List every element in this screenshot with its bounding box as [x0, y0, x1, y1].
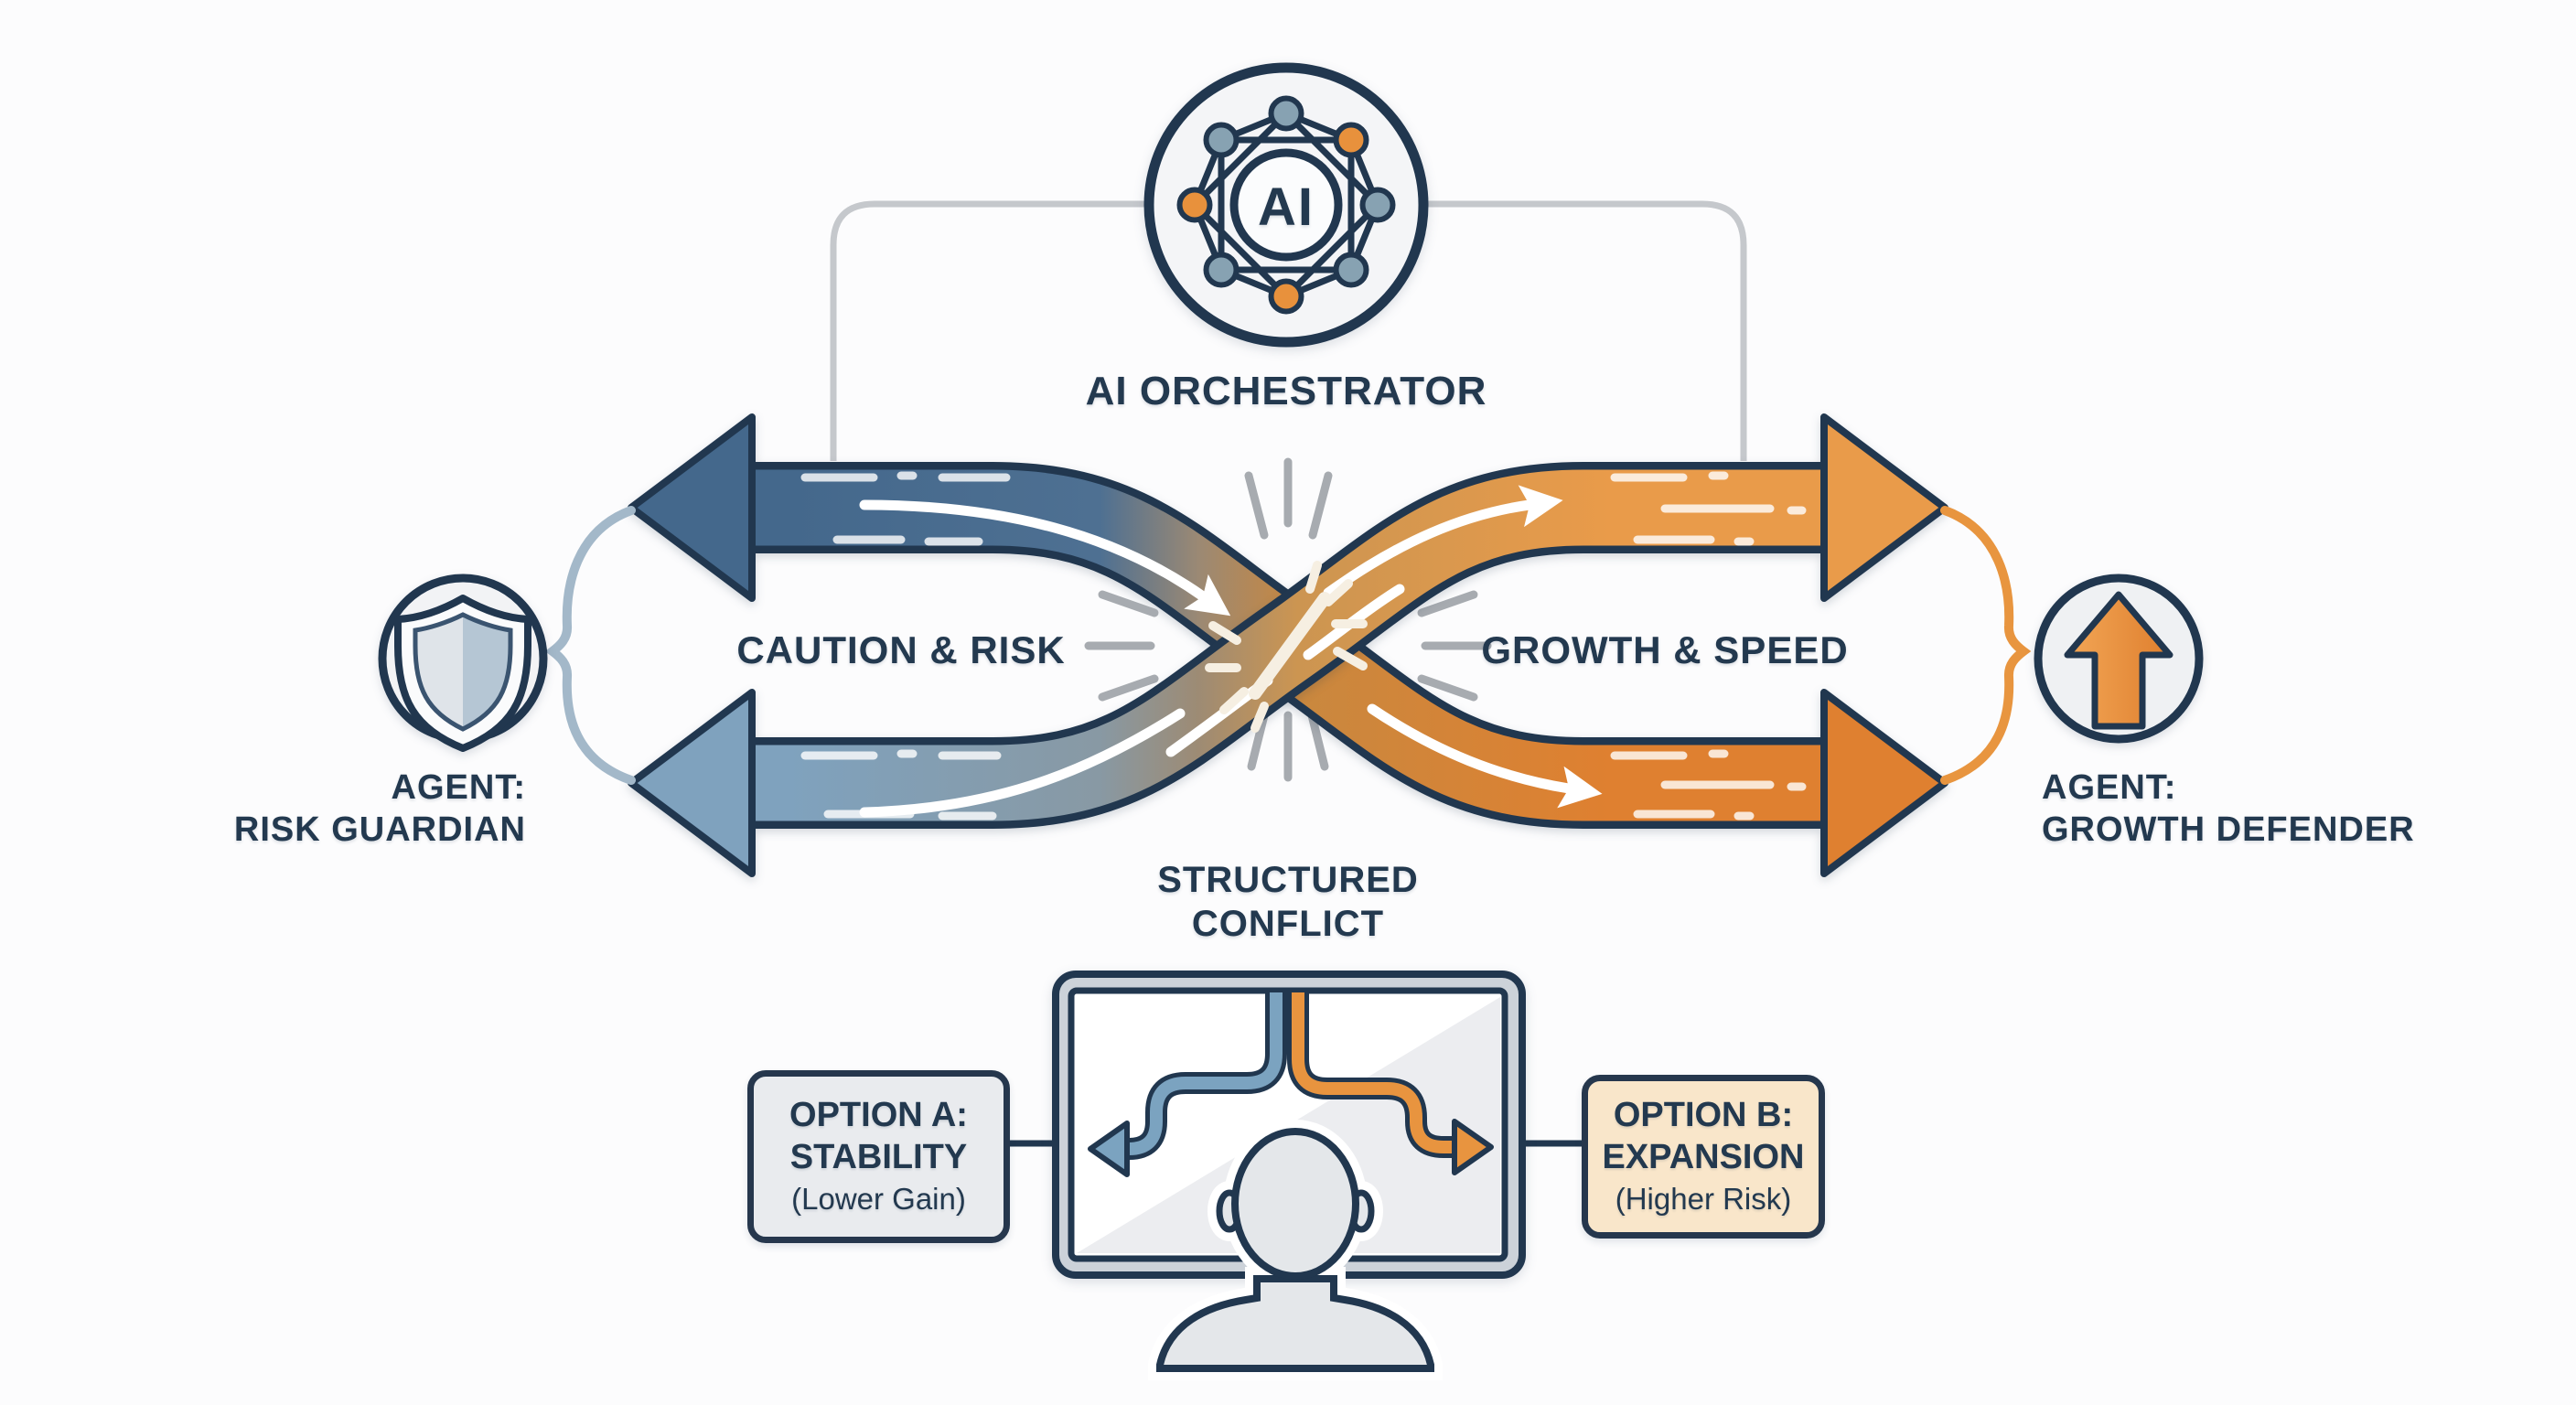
ai-badge-text: AI [1258, 177, 1315, 237]
ai-network-icon [1143, 62, 1429, 348]
caution-risk-label: CAUTION & RISK [736, 628, 1066, 671]
decision-split-blue-arrow [1088, 992, 1287, 1177]
option-b-line3: (Higher Risk) [1615, 1181, 1792, 1216]
structured-conflict-label: STRUCTURED CONFLICT [1157, 858, 1419, 946]
growth-defender-label: AGENT: GROWTH DEFENDER [2042, 767, 2415, 851]
network-nodes [1176, 95, 1396, 315]
left-arrow-icon [628, 413, 756, 602]
option-a-line2: STABILITY [789, 1137, 968, 1176]
growth-defender-line1: AGENT: [2042, 768, 2177, 807]
option-a-line3: (Lower Gain) [791, 1181, 966, 1216]
growth-speed-label: GROWTH & SPEED [1481, 628, 1849, 671]
radiating-dashes-vertical [1244, 457, 1333, 782]
option-b-line2: EXPANSION [1602, 1137, 1805, 1176]
right-bracket [1940, 506, 2032, 785]
structured-conflict-line1: STRUCTURED [1157, 860, 1419, 900]
decision-split-orange-arrow [1287, 992, 1494, 1175]
risk-guardian-label: AGENT: RISK GUARDIAN [234, 767, 526, 851]
option-a-line1: OPTION A: [789, 1095, 968, 1134]
option-b-box: OPTION B: EXPANSION (Higher Risk) [1582, 1075, 1825, 1239]
risk-guardian-line2: RISK GUARDIAN [233, 810, 526, 849]
option-a-box: OPTION A: STABILITY (Lower Gain) [747, 1070, 1010, 1243]
person-icon [1148, 1120, 1443, 1380]
radiating-dashes-sides [1084, 590, 1492, 702]
orchestrator-label: AI ORCHESTRATOR [1085, 369, 1487, 413]
structured-conflict-line2: CONFLICT [1191, 904, 1385, 944]
up-arrow-icon [2034, 574, 2204, 744]
under-band-details [800, 471, 1807, 820]
collision-spark-icon [1205, 561, 1368, 733]
right-arrow-icon [1820, 413, 1948, 602]
risk-guardian-line1: AGENT: [391, 768, 526, 807]
left-arrow-icon [628, 689, 756, 877]
option-b-line1: OPTION B: [1613, 1095, 1794, 1134]
shield-icon [378, 574, 548, 752]
right-arrow-icon [1820, 689, 1948, 877]
growth-defender-line2: GROWTH DEFENDER [2042, 810, 2415, 849]
left-bracket [544, 506, 636, 785]
